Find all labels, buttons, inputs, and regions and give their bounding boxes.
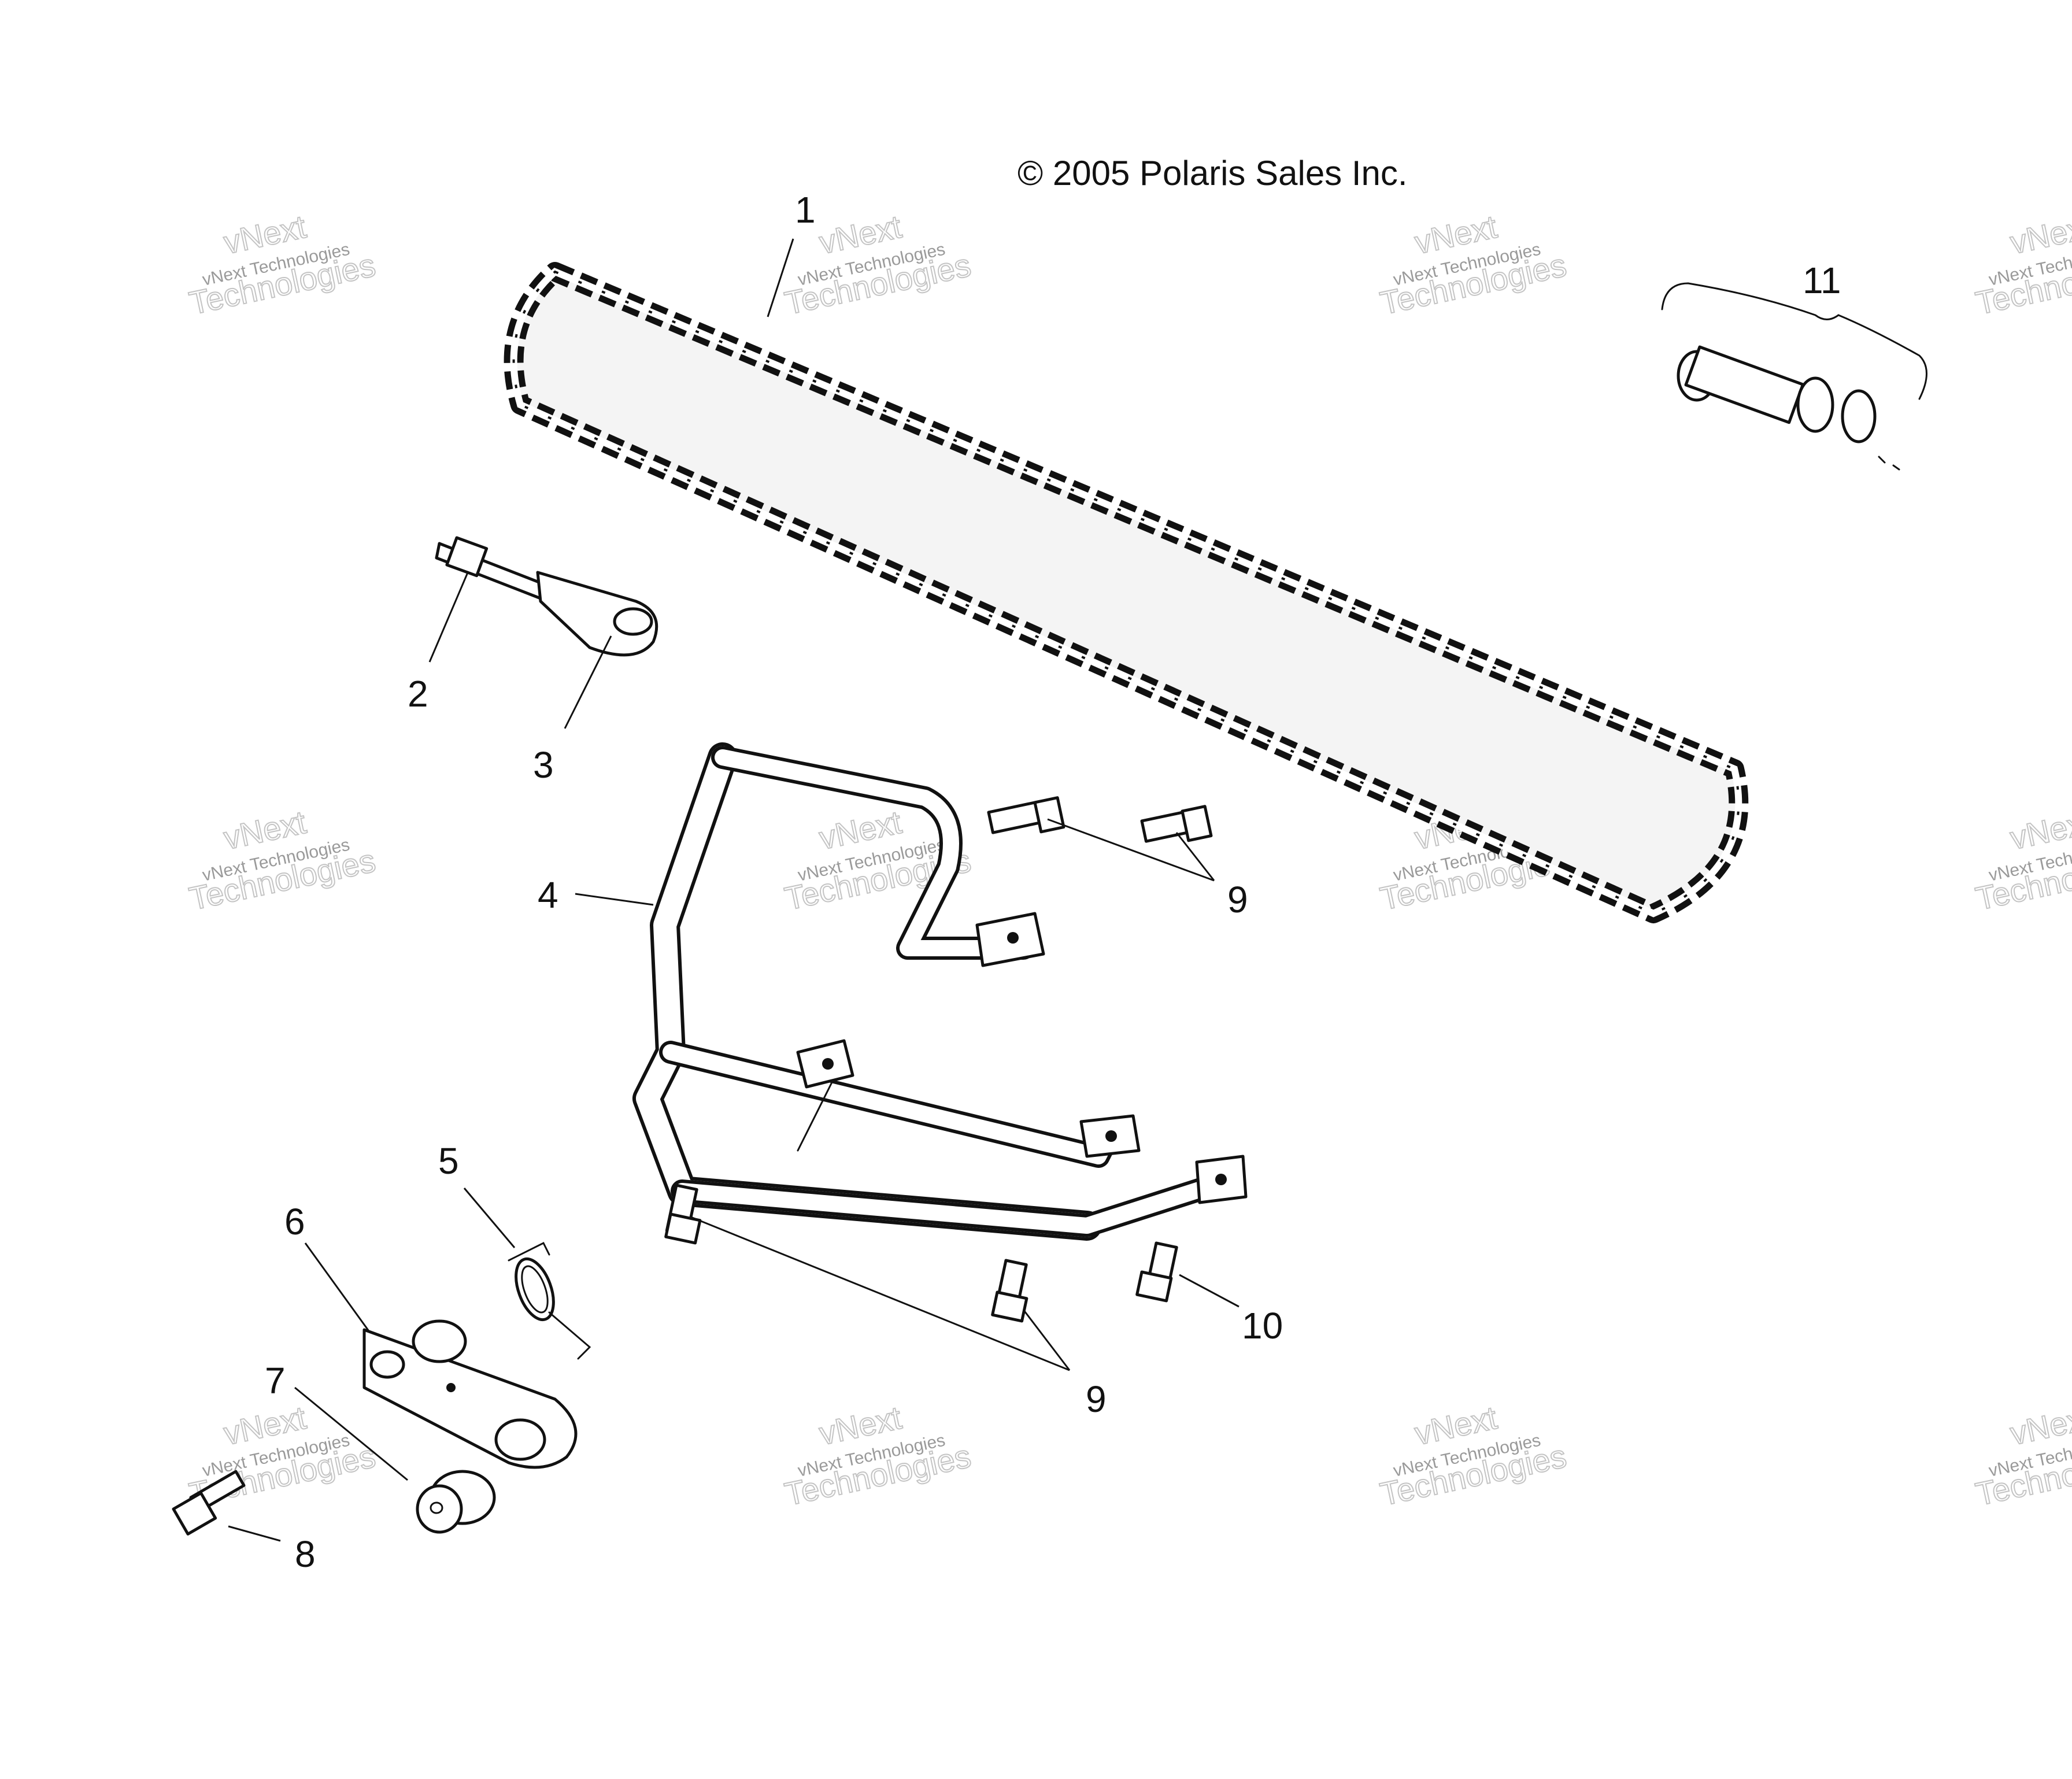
chain-adjuster <box>435 536 658 657</box>
callout-2: 2 <box>408 673 428 715</box>
bolt-9-lower-right <box>991 1259 1028 1323</box>
tensioner-roller <box>416 1470 496 1534</box>
drive-chain <box>504 262 1749 923</box>
callout-10: 10 <box>1242 1305 1283 1347</box>
callout-3: 3 <box>533 744 554 786</box>
watermark-text: vNext <box>2007 1399 2072 1452</box>
copyright-text: © 2005 Polaris Sales Inc. <box>1018 154 1408 193</box>
bolt-9-lower-left <box>664 1183 702 1245</box>
callout-9-upper: 9 <box>1227 879 1248 920</box>
tensioner-arm <box>362 1319 578 1469</box>
bolt-9-upper-left <box>987 796 1065 834</box>
chain-guard <box>632 742 1248 1241</box>
leader-lines <box>228 238 1240 1542</box>
callout-4: 4 <box>538 874 558 916</box>
callout-1: 1 <box>795 189 816 231</box>
master-link <box>1661 282 1927 471</box>
pivot-bolt <box>172 1470 246 1536</box>
callout-9-lower: 9 <box>1086 1378 1107 1420</box>
callout-11: 11 <box>1803 260 1841 301</box>
callout-6: 6 <box>284 1201 305 1242</box>
watermark-text: vNext <box>2007 208 2072 261</box>
callout-labels: 1 2 3 4 5 6 7 8 9 9 10 11 <box>265 189 1841 1575</box>
watermark-text: vNext <box>2007 804 2072 856</box>
callout-5: 5 <box>438 1140 459 1182</box>
bolt-10 <box>1135 1241 1178 1303</box>
callout-7: 7 <box>265 1360 286 1401</box>
bolt-9-upper-right <box>1140 805 1213 843</box>
tensioner-spring <box>508 1241 591 1360</box>
callout-8: 8 <box>295 1533 316 1575</box>
